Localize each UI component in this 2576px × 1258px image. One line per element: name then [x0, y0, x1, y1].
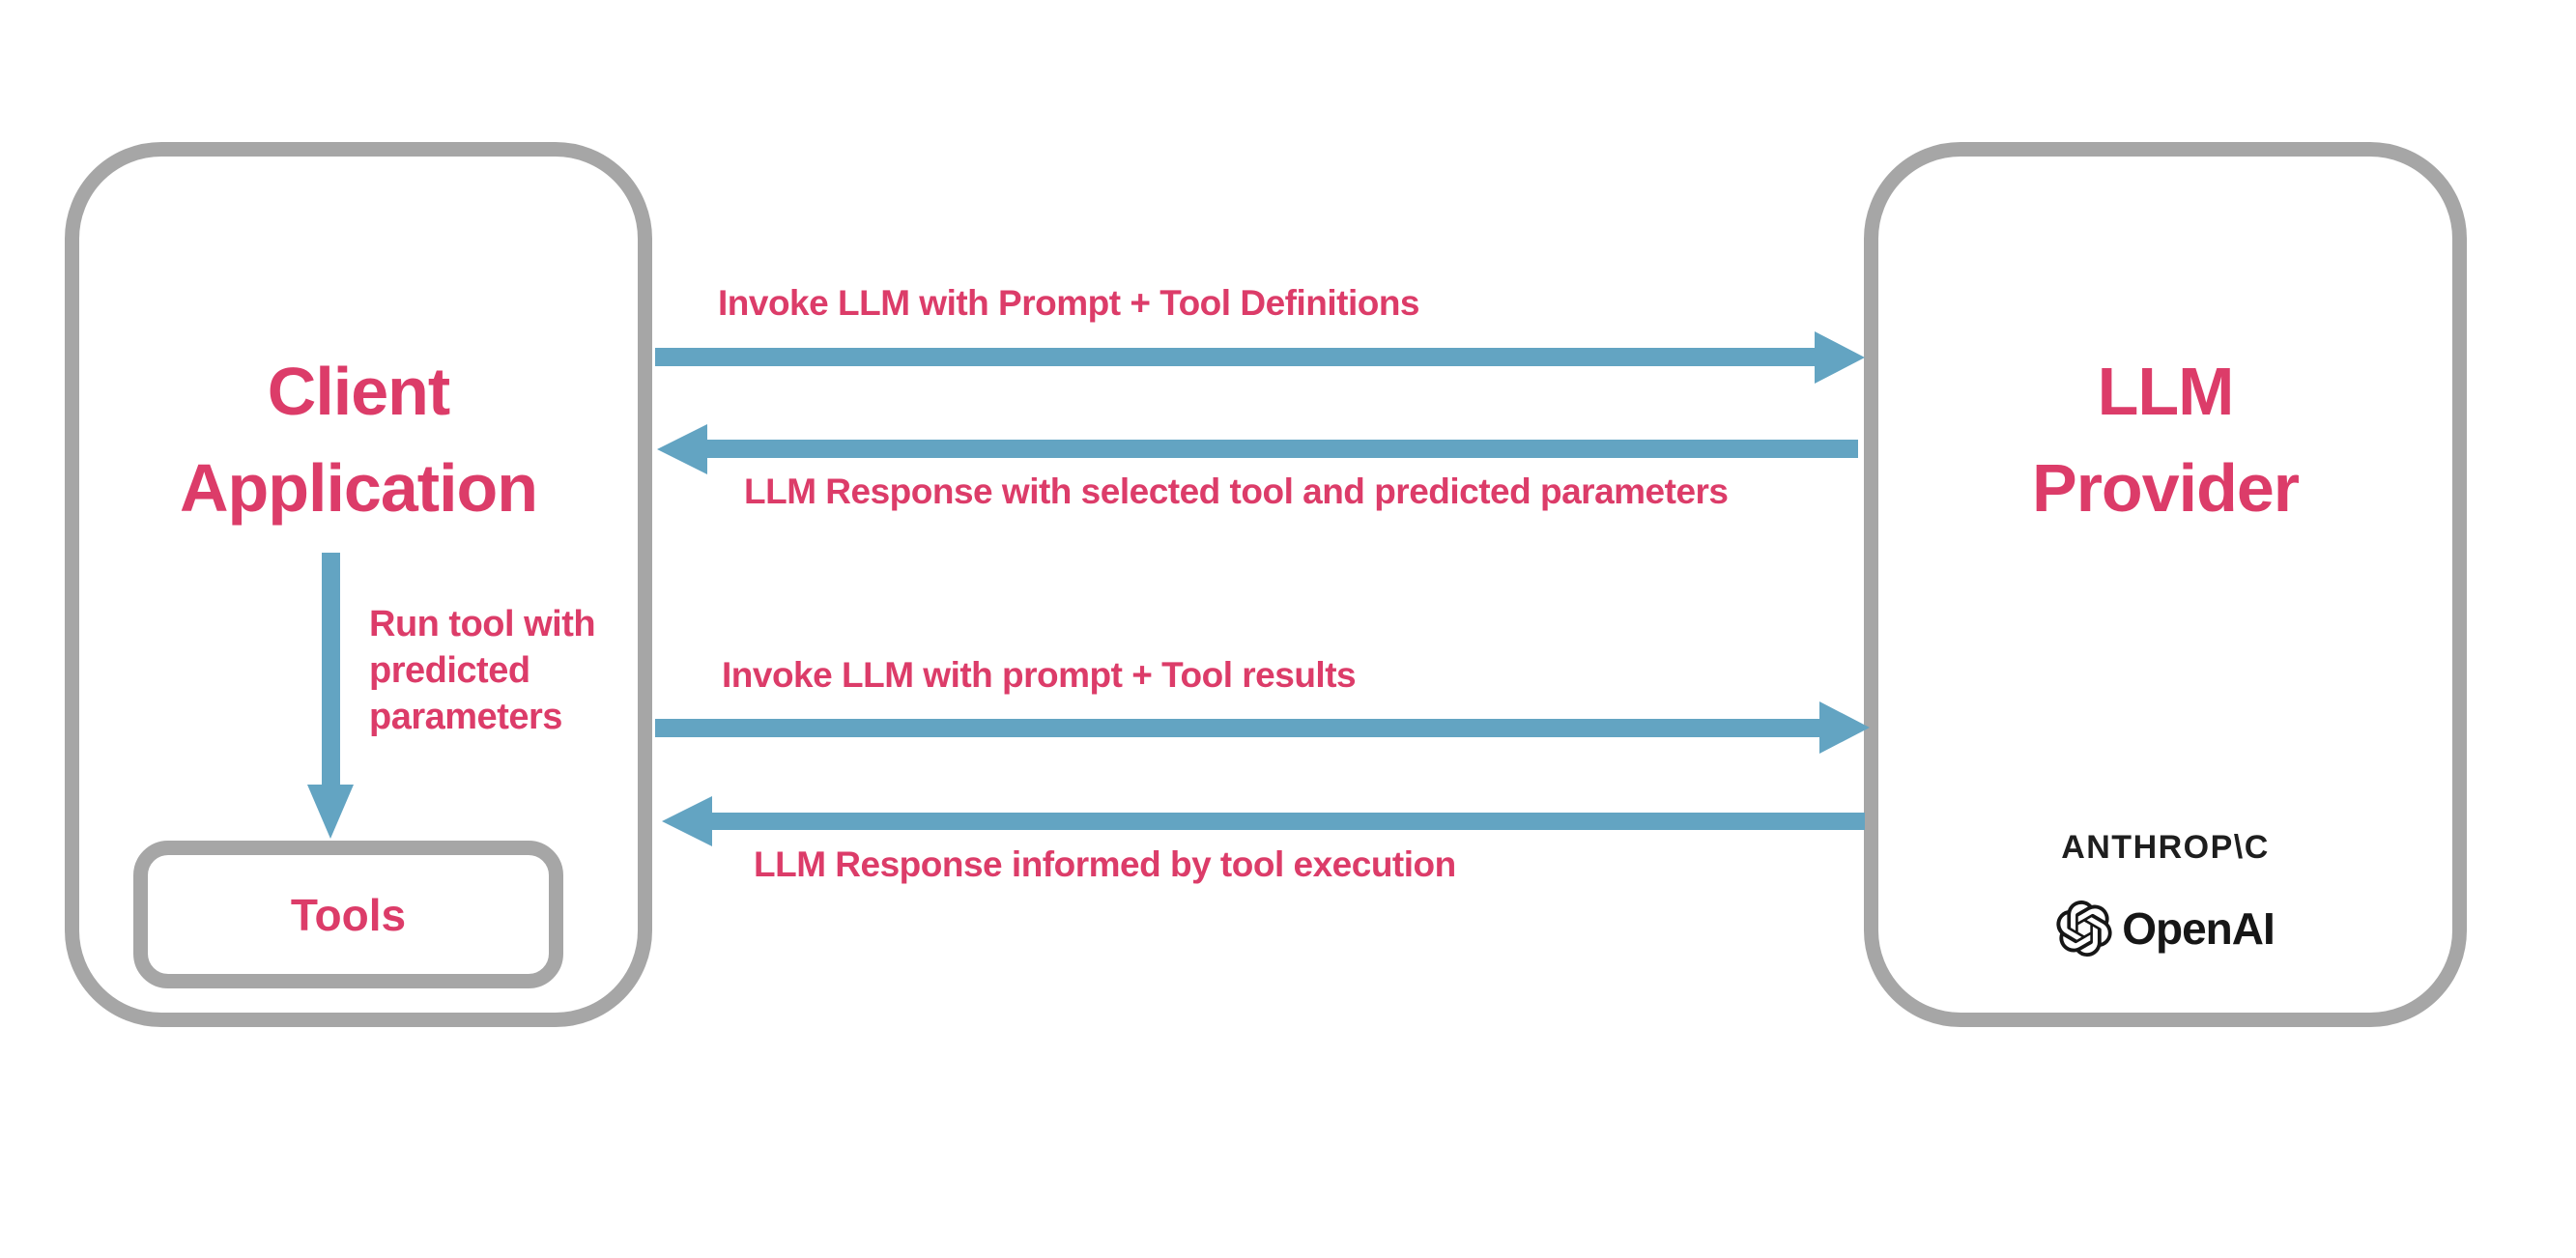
openai-logo-icon: [2056, 901, 2112, 957]
run-tool-label: Run tool with predicted parameters: [369, 604, 596, 737]
openai-logo-wordmark: OpenAI: [2122, 903, 2275, 954]
flow1-arrow-shaft: [655, 348, 1815, 366]
client-title-line2: Application: [179, 450, 538, 526]
flow3-arrow-shaft: [655, 719, 1819, 737]
provider-title-line1: LLM: [2097, 354, 2235, 429]
flow1-arrow-head-icon: [1815, 331, 1865, 384]
flow4-arrow-shaft: [712, 813, 1865, 830]
flow3-arrow-head-icon: [1819, 701, 1870, 754]
flow1-label: Invoke LLM with Prompt + Tool Definition…: [718, 283, 1420, 323]
llm-provider-box: [1864, 142, 2467, 1027]
client-application-title: Client Application: [65, 343, 652, 536]
llm-provider-title: LLM Provider: [1864, 343, 2467, 536]
run-tool-arrow-head-icon: [307, 785, 354, 839]
flow4-arrow-head-icon: [662, 796, 712, 846]
flow4-label: LLM Response informed by tool execution: [754, 844, 1456, 884]
flow2-label: LLM Response with selected tool and pred…: [744, 472, 1729, 511]
openai-logo-row: OpenAI: [1864, 901, 2467, 957]
anthropic-logo-wordmark: ANTHROP\C: [2061, 829, 2270, 866]
run-tool-arrow-shaft: [322, 553, 340, 785]
provider-title-line2: Provider: [2032, 450, 2300, 526]
client-title-line1: Client: [267, 354, 450, 429]
flow2-arrow-head-icon: [657, 424, 707, 474]
tools-label: Tools: [290, 889, 407, 940]
tools-box: Tools: [133, 841, 563, 988]
flow2-arrow-shaft: [707, 440, 1858, 458]
flow3-label: Invoke LLM with prompt + Tool results: [722, 655, 1357, 695]
